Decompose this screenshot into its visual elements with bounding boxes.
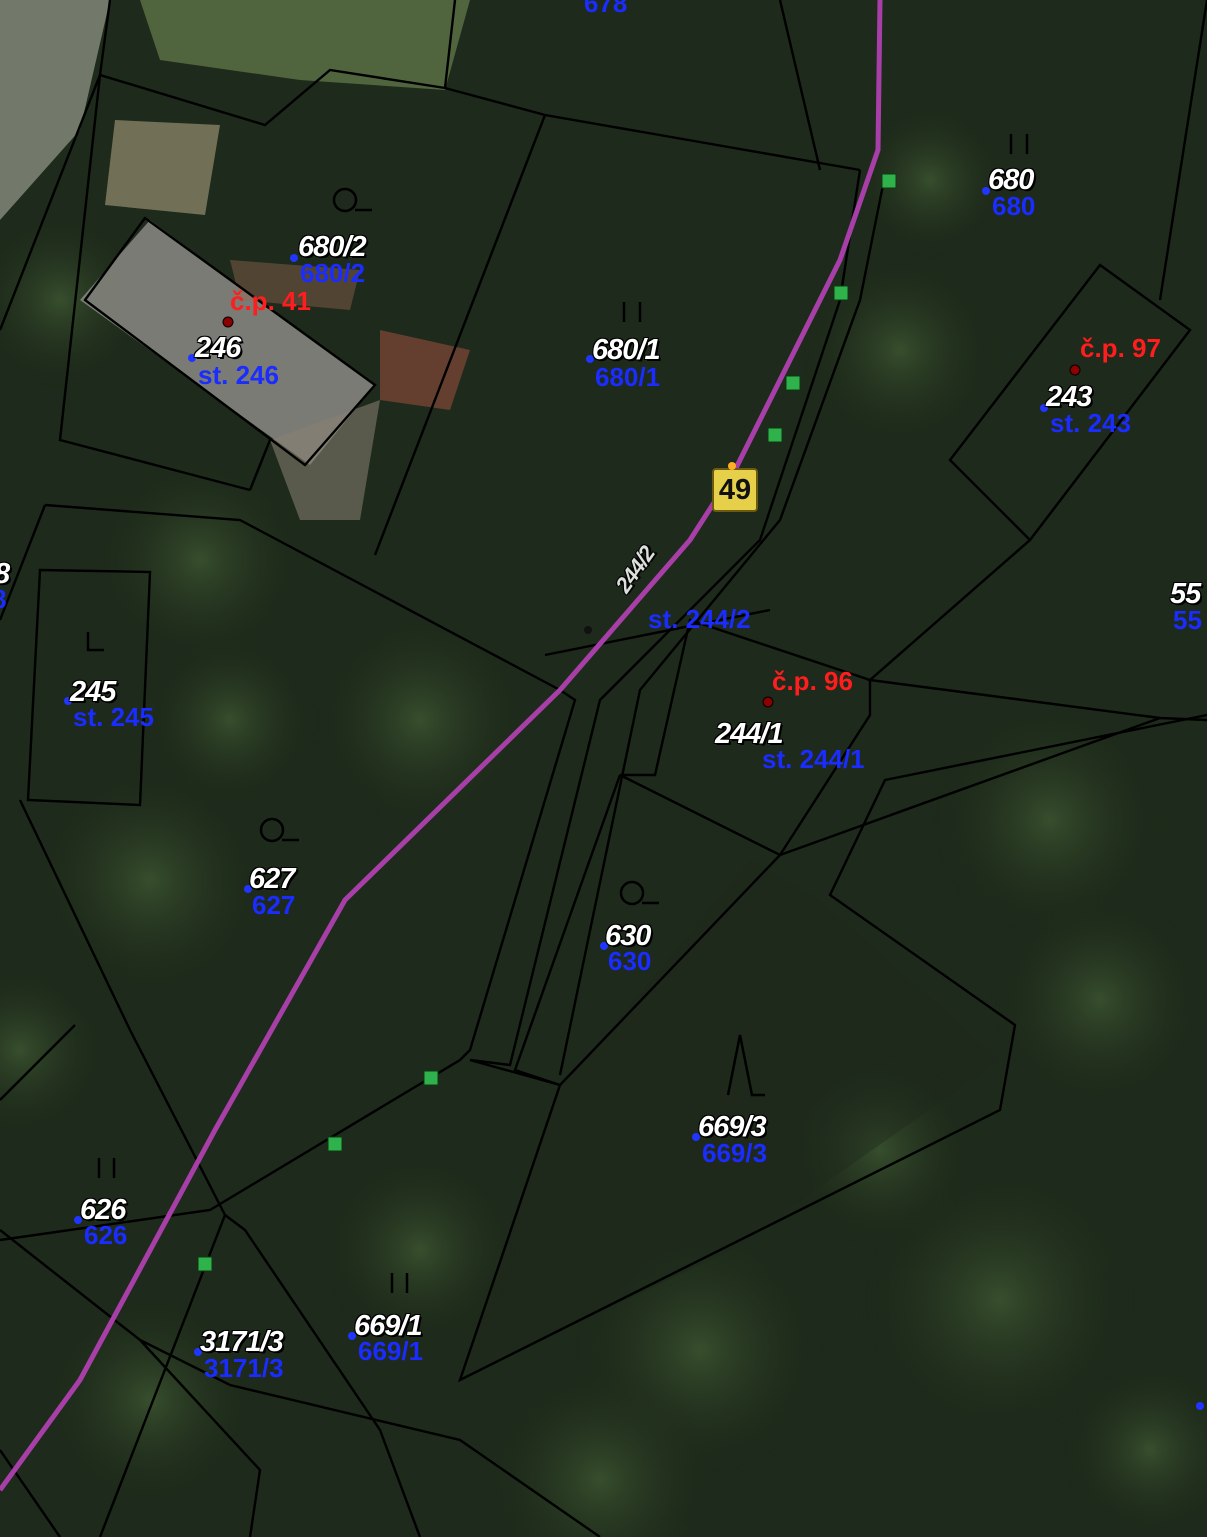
parcel-number: 245: [70, 676, 116, 708]
parcel-point-icon: [290, 254, 298, 262]
parcel-number: 243: [1046, 381, 1092, 413]
garden-symbol: [332, 187, 372, 213]
parcel-point-icon: [348, 1332, 356, 1340]
parcel-id: 3171/3: [204, 1353, 284, 1383]
parcel-id: 669/1: [358, 1336, 424, 1366]
parcel-id: st. 246: [198, 360, 279, 390]
parcel-number-right-edge[interactable]: 55: [1170, 578, 1201, 610]
grassland-symbol: [390, 1273, 409, 1293]
parcel-point-icon: [64, 697, 72, 705]
parcel-id: st. 244/1: [762, 744, 865, 774]
parcel-id: st. 243: [1050, 408, 1131, 438]
grassland-symbol: [622, 302, 642, 322]
parcel-id: 669/3: [702, 1138, 768, 1168]
parcel-point-icon: [692, 1133, 700, 1141]
parcel-number: 627: [249, 863, 295, 895]
parcel-point-icon: [586, 355, 594, 363]
road-point-icon: [728, 462, 736, 470]
parcel-number: 3171/3: [200, 1326, 284, 1358]
parcel-number: 630: [605, 920, 651, 952]
parcel-id-right-edge[interactable]: 55: [1173, 605, 1202, 635]
parcel-point-icon: [74, 1216, 82, 1224]
parcel-number: 669/1: [354, 1310, 423, 1342]
parcel-point-icon: [600, 942, 608, 950]
parcel-id: st. 244/2: [648, 604, 751, 634]
parcel-point-icon: [1196, 1402, 1204, 1410]
parcel-number: 680/2: [298, 231, 367, 263]
road-number-badge: 49: [712, 468, 758, 512]
other-area-symbol: [86, 632, 104, 652]
garden-symbol: [619, 880, 659, 906]
parcel-id-left-edge[interactable]: 8: [0, 586, 6, 612]
parcel-id: 680: [992, 191, 1036, 221]
address-points: [222, 316, 1081, 708]
parcel-point-icon: [1040, 404, 1048, 412]
house-number-96[interactable]: č.p. 96: [772, 666, 853, 696]
parcel-point-icon: [244, 885, 252, 893]
garden-symbol: [259, 817, 299, 843]
parcel-id: 680/1: [595, 362, 661, 392]
parcel-number: 669/3: [698, 1111, 767, 1143]
land-use-symbols: [86, 134, 1029, 1293]
parcel-point-icon: [188, 354, 196, 362]
parcel-id: 626: [84, 1220, 128, 1250]
parcel-point-icon: [584, 626, 592, 634]
parcel-id: 680/2: [300, 258, 366, 288]
parcel-number-left-edge[interactable]: 8: [0, 560, 10, 589]
grassland-symbol: [1009, 134, 1029, 154]
parcel-point-icon: [194, 1348, 202, 1356]
parcel-number: 244/1: [715, 718, 784, 750]
house-number-97[interactable]: č.p. 97: [1080, 333, 1161, 363]
house-number-41[interactable]: č.p. 41: [230, 286, 311, 316]
parcel-id: 627: [252, 890, 296, 920]
power-line: [0, 0, 883, 1492]
parcel-number: 680/1: [592, 334, 661, 366]
forest-symbol: [726, 1034, 765, 1097]
parcel-number: 626: [80, 1194, 126, 1226]
parcel-number: 680: [988, 164, 1034, 196]
parcel-id-top-edge[interactable]: 678: [584, 0, 628, 18]
grassland-symbol: [97, 1158, 116, 1178]
ground-features: [0, 0, 470, 520]
parcel-id: 630: [608, 946, 652, 976]
parcel-point-icon: [982, 187, 990, 195]
parcel-id: st. 245: [73, 702, 154, 732]
parcel-number: 246: [195, 332, 241, 364]
survey-markers: [197, 173, 897, 1272]
